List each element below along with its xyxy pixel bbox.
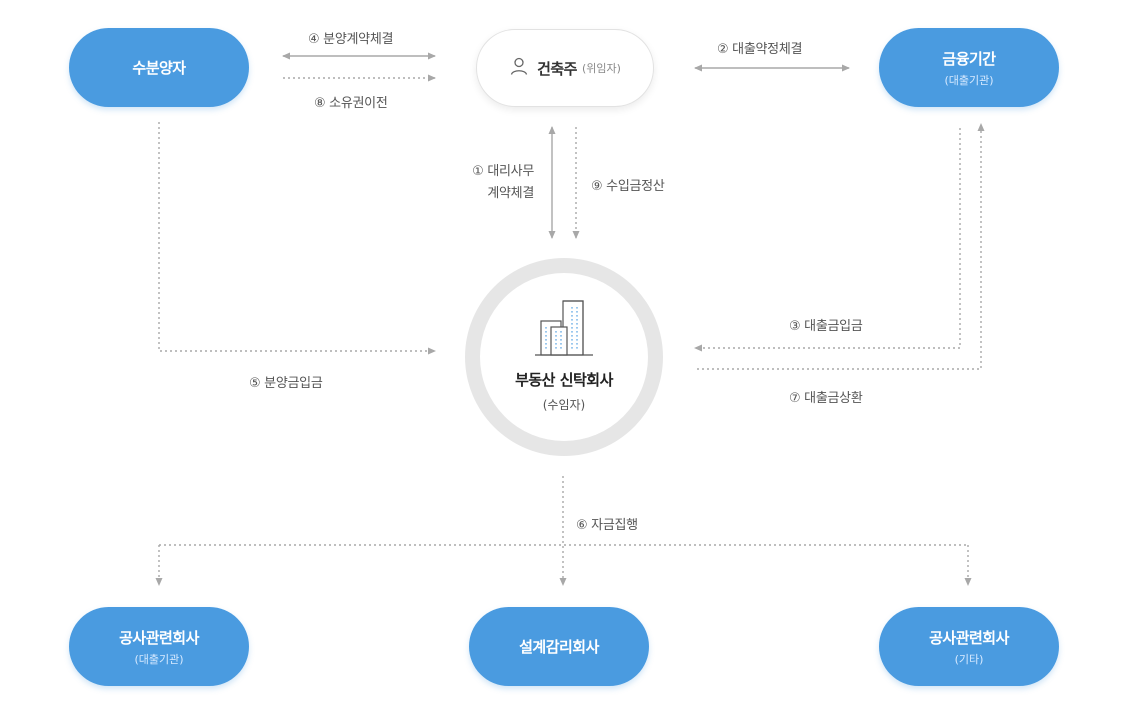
node-trust-title: 부동산 신탁회사: [515, 371, 613, 389]
node-owner-sub: (위임자): [581, 62, 621, 75]
node-owner-title: 건축주: [537, 59, 577, 78]
edge-1-label-line1: ① 대리사무: [472, 164, 534, 179]
person-icon: [509, 56, 529, 80]
node-bank-title: 금융기간: [942, 49, 996, 68]
edge-5-label: ⑤ 분양금입금: [249, 376, 323, 391]
node-bank: 금융기간 (대출기관): [879, 28, 1059, 107]
edge-3-label: ③ 대출금입금: [789, 319, 863, 334]
node-buyer-title: 수분양자: [132, 59, 186, 77]
edge-6-label: ⑥ 자금집행: [576, 518, 638, 533]
node-construction-left: 공사관련회사 (대출기관): [69, 607, 249, 686]
node-design-title: 설계감리회사: [519, 638, 599, 656]
node-bank-sub: (대출기관): [944, 73, 994, 87]
node-construction-right-sub: (기타): [954, 652, 984, 666]
building-icon: [535, 299, 593, 361]
node-trust: 부동산 신탁회사 (수임자): [480, 273, 648, 441]
node-trust-sub: (수임자): [542, 398, 586, 412]
edge-4-label: ④ 분양계약체결: [308, 32, 394, 47]
node-construction-left-title: 공사관련회사: [119, 628, 199, 647]
node-construction-right-title: 공사관련회사: [929, 628, 1009, 647]
edge-1-label: ① 대리사무 계약체결: [452, 161, 534, 205]
edge-1-label-line2: 계약체결: [487, 186, 534, 201]
node-construction-left-sub: (대출기관): [134, 652, 184, 666]
edge-2-label: ② 대출약정체결: [717, 42, 803, 57]
edge-9-label: ⑨ 수입금정산: [591, 179, 665, 194]
node-owner: 건축주 (위임자): [476, 29, 654, 107]
edge-5-line: [158, 122, 436, 355]
node-design: 설계감리회사: [469, 607, 649, 686]
node-construction-right: 공사관련회사 (기타): [879, 607, 1059, 686]
node-buyer: 수분양자: [69, 28, 249, 107]
edge-3-line: [694, 128, 961, 352]
edge-8-label: ⑧ 소유권이전: [314, 96, 388, 111]
edge-7-label: ⑦ 대출금상환: [789, 391, 863, 406]
